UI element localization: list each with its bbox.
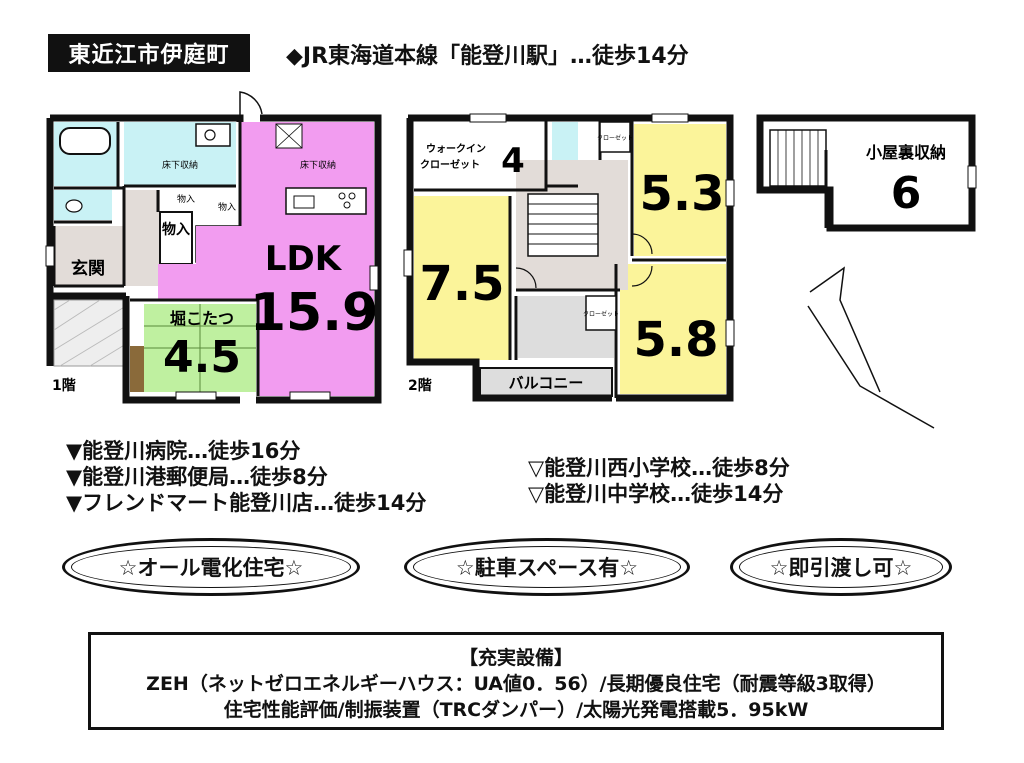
- monoire-small-2: 物入: [218, 201, 236, 213]
- ldk-label: LDK: [265, 239, 343, 279]
- tokonoma: [130, 346, 144, 392]
- floor-2-label: 2階: [408, 377, 432, 394]
- underfloor-storage-1: 床下収納: [162, 159, 198, 171]
- room-b-size: 5.3: [639, 166, 724, 222]
- room-c-size: 5.8: [633, 312, 718, 368]
- feature-pill-parking: ☆駐車スペース有☆: [404, 538, 690, 596]
- attic-size: 6: [891, 168, 922, 219]
- equipment-line-1: ZEH（ネットゼロエネルギーハウス：UA値0．56）/長期優良住宅（耐震等級3取…: [146, 673, 886, 695]
- underfloor-storage-2: 床下収納: [300, 159, 336, 171]
- washitsu-label: 堀こたつ: [170, 309, 234, 328]
- floor-1-label: 1階: [52, 377, 76, 394]
- attic-stairs: [769, 129, 827, 187]
- feature-label: ☆駐車スペース有☆: [455, 556, 639, 580]
- washitsu-size: 4.5: [163, 332, 241, 383]
- monoire-small-1: 物入: [177, 193, 195, 205]
- nearby-list-left: ▼能登川病院…徒歩16分 ▼能登川港郵便局…徒歩8分 ▼フレンドマート能登川店……: [66, 438, 426, 516]
- toilet-1f: [54, 190, 112, 220]
- room-b: [634, 124, 726, 256]
- attic-plan: [756, 114, 977, 232]
- floor-2-plan: [403, 113, 735, 402]
- nearby-item: ▽能登川中学校…徒歩14分: [528, 482, 784, 506]
- room-a: [414, 196, 510, 360]
- closet-label-2: クローゼット: [583, 310, 619, 318]
- location-badge: 東近江市伊庭町: [48, 34, 250, 72]
- equipment-box: 【充実設備】 ZEH（ネットゼロエネルギーハウス：UA値0．56）/長期優良住宅…: [88, 632, 944, 730]
- ldk-size: 15.9: [250, 283, 378, 343]
- sink-icon: [195, 123, 231, 147]
- stairs-2f: [527, 193, 599, 257]
- nearby-item: ▽能登川西小学校…徒歩8分: [528, 456, 790, 480]
- nearby-list-right: ▽能登川西小学校…徒歩8分 ▽能登川中学校…徒歩14分: [528, 455, 790, 507]
- feature-pill-immediate: ☆即引渡し可☆: [730, 538, 952, 596]
- station-access: ◆JR東海道本線「能登川駅」…徒歩14分: [286, 44, 689, 69]
- closet-box-2: [585, 295, 617, 331]
- monoire-label: 物入: [162, 221, 190, 238]
- equipment-title: 【充実設備】: [458, 647, 573, 669]
- equipment-line-2: 住宅性能評価/制振装置（TRCダンパー）/太陽光発電搭載5．95kW: [223, 699, 809, 721]
- floor-plans: LDK 15.9 堀こたつ 4.5 玄関 物入 物入 物入 床下収納 床下収納 …: [45, 91, 977, 429]
- closet-box-1: [599, 121, 631, 153]
- room-c: [620, 264, 726, 394]
- feature-label: ☆オール電化住宅☆: [118, 556, 304, 580]
- monoire-room: [159, 211, 193, 265]
- nearby-item: ▼フレンドマート能登川店…徒歩14分: [66, 491, 427, 515]
- bathtub-icon: [59, 127, 111, 155]
- nearby-item: ▼能登川港郵便局…徒歩8分: [66, 465, 328, 489]
- hall-1f: [124, 190, 160, 286]
- genkan-area: [54, 226, 124, 286]
- nearby-item: ▼能登川病院…徒歩16分: [66, 439, 301, 463]
- floor-1-plan: [45, 91, 382, 404]
- walkin-closet-size: 4: [501, 141, 525, 181]
- attic-label: 小屋裏収納: [866, 143, 946, 162]
- walkin-closet-label-1: ウォークイン: [426, 143, 486, 155]
- toilet-icon: [65, 199, 83, 213]
- kitchen-counter: [285, 187, 367, 215]
- porch-hatch: [53, 299, 127, 367]
- room-a-size: 7.5: [419, 256, 504, 312]
- north-arrow-icon: [807, 266, 935, 429]
- feature-pill-all-electric: ☆オール電化住宅☆: [62, 538, 360, 596]
- walkin-closet-label-2: クローゼット: [420, 158, 480, 171]
- feature-label: ☆即引渡し可☆: [769, 556, 913, 580]
- genkan-label: 玄関: [71, 258, 105, 279]
- balcony-label: バルコニー: [509, 374, 584, 392]
- closet-label-1: クローゼット: [597, 134, 633, 142]
